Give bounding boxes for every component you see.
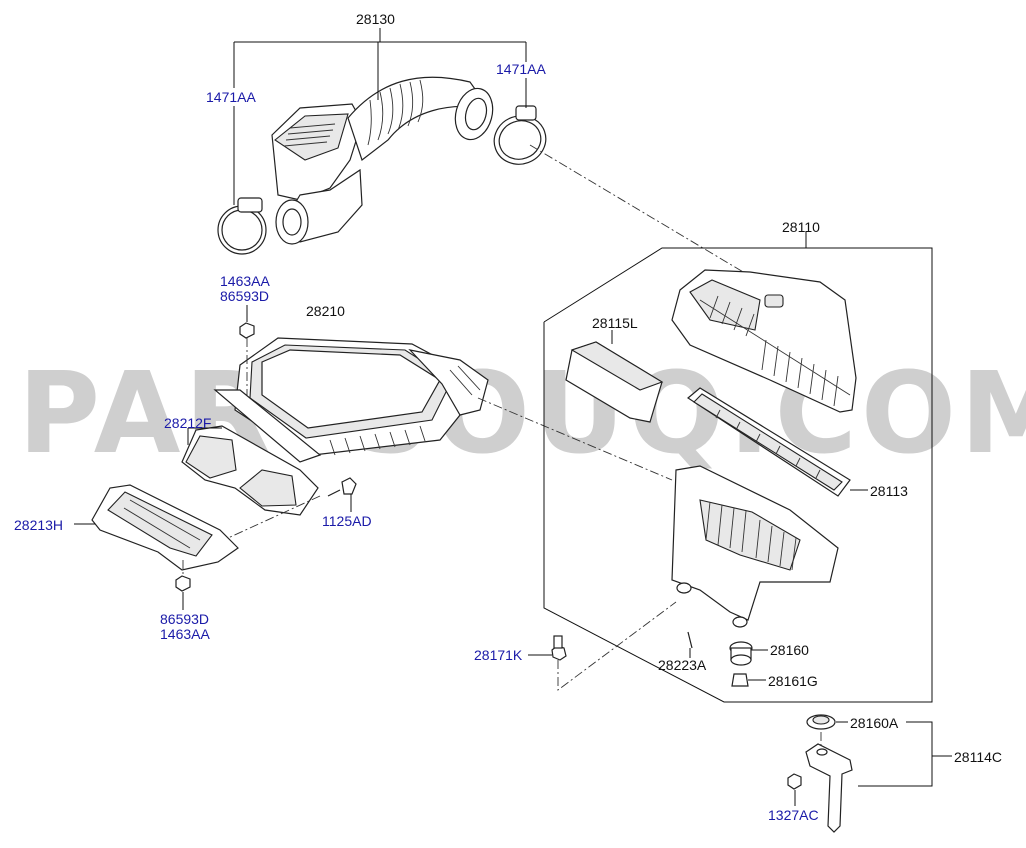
label-28223a: 28223A: [658, 657, 707, 673]
label-28110: 28110: [782, 219, 820, 235]
assembly-frame-28110: [543, 232, 933, 703]
leader-28130: [233, 28, 527, 205]
grommet-28160[interactable]: [729, 641, 768, 666]
label-1327ac: 1327AC: [768, 807, 819, 823]
label-28113: 28113: [870, 483, 908, 499]
label-1463aa-top: 1463AA: [220, 273, 270, 289]
hose-clamp-right[interactable]: [487, 105, 552, 171]
label-1125ad: 1125AD: [322, 513, 372, 529]
air-cleaner-lower-housing[interactable]: [671, 465, 839, 628]
watermark: PARTSOUQ.COM: [18, 349, 1026, 479]
label-28115l: 28115L: [592, 315, 638, 331]
label-28161g: 28161G: [768, 673, 818, 689]
bolt-28171k[interactable]: [528, 601, 677, 691]
label-28210: 28210: [306, 303, 345, 319]
air-cleaner-cover-part[interactable]: [213, 337, 489, 463]
label-28160: 28160: [770, 642, 809, 658]
air-cleaner-upper-housing[interactable]: [671, 269, 857, 413]
label-86593d-top: 86593D: [220, 288, 269, 304]
bolt-1463aa-top[interactable]: [239, 305, 255, 395]
label-1471aa-left: 1471AA: [206, 89, 256, 105]
clip-28223a[interactable]: [687, 631, 693, 658]
labels: 28130 1471AA 1471AA 28110 1463AA 86593D …: [14, 11, 1002, 823]
label-28212f: 28212F: [164, 415, 211, 431]
nut-1327ac[interactable]: [787, 773, 802, 806]
label-28130: 28130: [356, 11, 395, 27]
label-28213h: 28213H: [14, 517, 63, 533]
label-1463aa-bottom: 1463AA: [160, 626, 210, 642]
bolt-1125ad[interactable]: [227, 477, 357, 539]
bolt-28161g[interactable]: [731, 673, 766, 687]
air-guide-28213h[interactable]: [74, 484, 239, 571]
grommet-28160a[interactable]: [806, 714, 848, 748]
label-28114c: 28114C: [954, 749, 1002, 765]
bolt-86593d-bottom[interactable]: [175, 560, 191, 610]
label-28160a: 28160A: [850, 715, 899, 731]
label-86593d-bottom: 86593D: [160, 611, 209, 627]
label-28171k: 28171K: [474, 647, 523, 663]
label-1471aa-right: 1471AA: [496, 61, 546, 77]
hose-clamp-left[interactable]: [217, 197, 267, 255]
filter-28113[interactable]: [686, 387, 868, 497]
bracket-28114c[interactable]: [805, 721, 952, 833]
filter-element-28115l[interactable]: [565, 330, 664, 423]
intake-duct-part[interactable]: [271, 76, 498, 245]
air-duct-28212f[interactable]: [181, 425, 319, 516]
